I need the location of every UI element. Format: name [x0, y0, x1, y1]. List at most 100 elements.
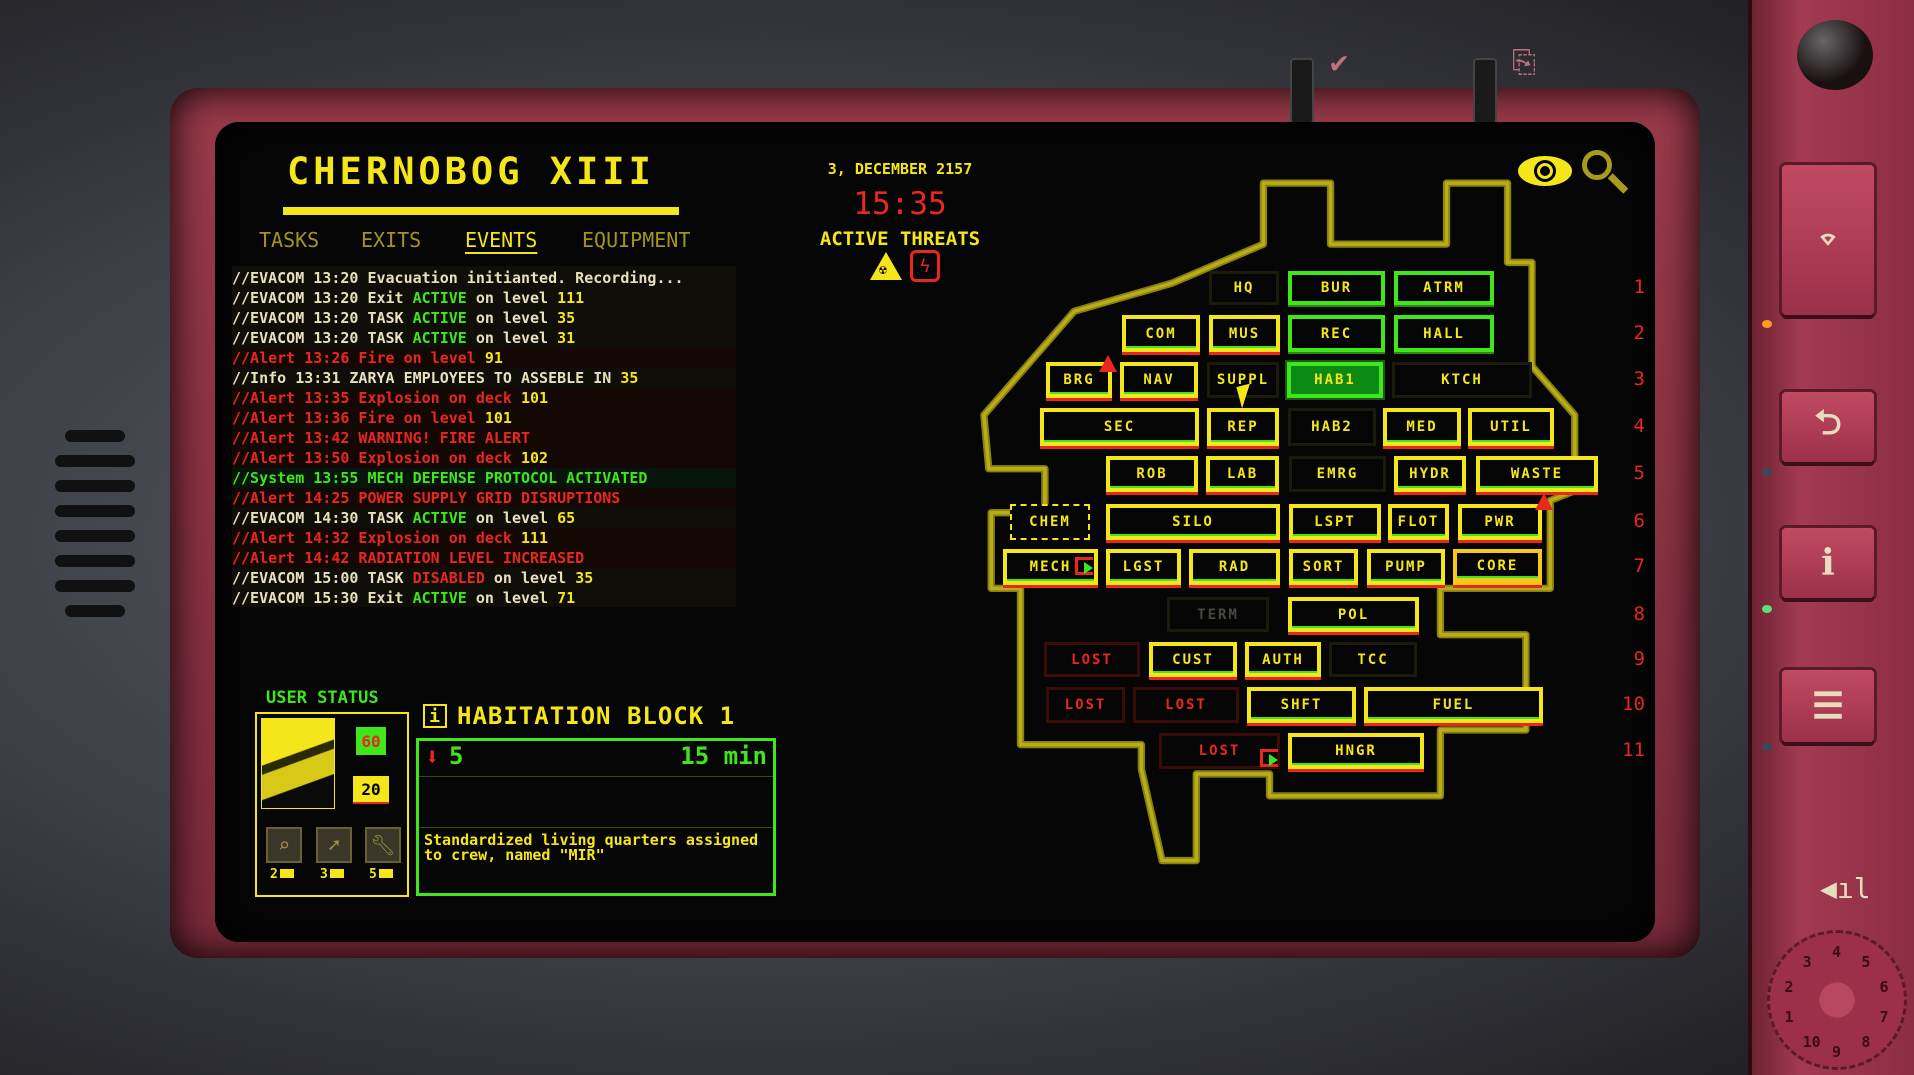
- room-lost[interactable]: LOST: [1044, 642, 1140, 677]
- dial-number: 3: [1802, 952, 1812, 971]
- interact-icon[interactable]: ➚: [316, 827, 352, 863]
- room-auth[interactable]: AUTH: [1245, 642, 1321, 677]
- room-hab2[interactable]: HAB2: [1288, 408, 1376, 446]
- room-hq[interactable]: HQ: [1209, 271, 1279, 305]
- room-hydr[interactable]: HYDR: [1394, 456, 1466, 492]
- room-tcc[interactable]: TCC: [1329, 642, 1417, 677]
- log-text: on level: [484, 569, 576, 587]
- room-hngr[interactable]: HNGR: [1288, 733, 1424, 769]
- dial-number: 1: [1784, 1008, 1794, 1027]
- room-mus[interactable]: MUS: [1209, 315, 1280, 352]
- user-status-label: USER STATUS: [266, 688, 379, 708]
- signal-lock-button[interactable]: ⌔: [1782, 165, 1874, 315]
- room-pol[interactable]: POL: [1288, 597, 1419, 632]
- dial-number: 4: [1832, 943, 1842, 961]
- deck-row-number: 11: [1622, 739, 1645, 761]
- deck-row-number: 8: [1633, 602, 1645, 625]
- room-sec[interactable]: SEC: [1040, 408, 1199, 446]
- room-lost[interactable]: LOST: [1046, 687, 1125, 723]
- station-outline: [980, 179, 1579, 865]
- room-mech[interactable]: MECH: [1003, 549, 1098, 585]
- room-nav[interactable]: NAV: [1120, 362, 1198, 398]
- room-pwr[interactable]: PWR: [1458, 504, 1542, 540]
- visibility-eye-icon[interactable]: [1518, 156, 1572, 186]
- log-text: //EVACOM 13:20 TASK: [232, 329, 413, 347]
- toggle-switch-tasks[interactable]: [1290, 58, 1314, 124]
- room-com[interactable]: COM: [1122, 315, 1200, 352]
- radiation-icon[interactable]: [870, 252, 902, 280]
- room-ktch[interactable]: KTCH: [1392, 362, 1532, 398]
- room-suppl[interactable]: SUPPL: [1207, 362, 1279, 398]
- room-lost[interactable]: LOST: [1159, 733, 1280, 769]
- tab-events[interactable]: EVENTS: [465, 228, 538, 252]
- info-button[interactable]: i: [1782, 528, 1874, 598]
- room-lost[interactable]: LOST: [1133, 687, 1239, 723]
- room-emrg[interactable]: EMRG: [1289, 456, 1386, 492]
- volume-icon[interactable]: ◀ıl: [1820, 872, 1871, 905]
- room-core[interactable]: CORE: [1453, 549, 1542, 585]
- room-rep[interactable]: REP: [1207, 408, 1279, 446]
- log-text: //Info 13:31 ZARYA EMPLOYEES TO ASSEBLE …: [232, 369, 621, 387]
- date-label: 3, DECEMBER 2157: [827, 160, 973, 178]
- deck-row-number: 4: [1633, 415, 1645, 437]
- log-text: 91: [484, 349, 503, 367]
- room-cust[interactable]: CUST: [1149, 642, 1237, 677]
- return-button[interactable]: ⮌: [1782, 392, 1874, 462]
- power-hazard-icon[interactable]: ϟ: [910, 250, 940, 282]
- inspect-count: 2: [270, 867, 294, 882]
- room-sort[interactable]: SORT: [1289, 549, 1358, 585]
- log-text: on level: [466, 589, 558, 607]
- room-util[interactable]: UTIL: [1468, 408, 1554, 446]
- deck-row-number: 10: [1622, 693, 1645, 715]
- room-bur[interactable]: BUR: [1288, 271, 1385, 305]
- room-hall[interactable]: HALL: [1394, 315, 1494, 352]
- room-rec[interactable]: REC: [1288, 315, 1385, 352]
- room-description: Standardized living quarters assigned to…: [424, 831, 759, 864]
- tab-tasks[interactable]: TASKS: [259, 228, 320, 252]
- toggle-switch-exit[interactable]: [1473, 58, 1497, 124]
- log-text: 102: [520, 449, 549, 467]
- room-silo[interactable]: SILO: [1106, 504, 1280, 540]
- room-pump[interactable]: PUMP: [1367, 549, 1445, 585]
- exit-icon-lost: [1260, 749, 1278, 767]
- log-text: 65: [557, 509, 576, 527]
- room-rob[interactable]: ROB: [1106, 456, 1198, 492]
- dial-number: 9: [1832, 1043, 1842, 1061]
- log-text: //EVACOM 13:20 TASK: [232, 309, 413, 327]
- tab-exits[interactable]: EXITS: [361, 228, 422, 252]
- log-text: //EVACOM 13:20 Evacuation initianted. Re…: [232, 269, 684, 287]
- room-rad[interactable]: RAD: [1189, 549, 1280, 585]
- room-waste[interactable]: WASTE: [1476, 456, 1598, 492]
- indicator-lens: [1797, 20, 1873, 90]
- room-lspt[interactable]: LSPT: [1289, 504, 1381, 540]
- room-atrm[interactable]: ATRM: [1394, 271, 1494, 305]
- led-blue: [1762, 468, 1772, 476]
- room-fuel[interactable]: FUEL: [1364, 687, 1543, 723]
- room-shft[interactable]: SHFT: [1247, 687, 1356, 723]
- clock: 15:35: [853, 186, 947, 222]
- user-status-panel: 60 20 ⌕ ➚ 🔧︎ 2 3 5: [255, 712, 409, 897]
- log-text: //EVACOM 15:00 TASK: [232, 569, 413, 587]
- room-chem[interactable]: CHEM: [1010, 504, 1090, 540]
- room-lgst[interactable]: LGST: [1106, 549, 1181, 585]
- log-text: //Alert 13:35 Explosion on deck: [232, 389, 521, 407]
- inspect-icon[interactable]: ⌕: [266, 827, 302, 863]
- room-term[interactable]: TERM: [1167, 597, 1269, 632]
- radiation-symbol: ☢: [879, 263, 887, 278]
- wrench-icon[interactable]: 🔧︎: [365, 827, 401, 863]
- room-lab[interactable]: LAB: [1206, 456, 1279, 492]
- tab-equipment[interactable]: EQUIPMENT: [582, 228, 691, 252]
- deck-row-number: 1: [1633, 276, 1645, 298]
- event-log[interactable]: //EVACOM 13:20 Evacuation initianted. Re…: [232, 266, 736, 607]
- log-text: //Alert 13:50 Explosion on deck: [232, 449, 521, 467]
- room-flot[interactable]: FLOT: [1388, 504, 1449, 540]
- search-magnifier-icon[interactable]: [1582, 150, 1612, 180]
- room-med[interactable]: MED: [1383, 408, 1461, 446]
- log-text: //EVACOM 15:30 Exit: [232, 589, 413, 607]
- room-hab1[interactable]: HAB1: [1287, 362, 1383, 398]
- led-orange: [1762, 320, 1772, 328]
- terminal-screen: CHERNOBOG XIII TASKS EXITS EVENTS EQUIPM…: [215, 122, 1655, 942]
- menu-button[interactable]: ☰: [1782, 670, 1874, 742]
